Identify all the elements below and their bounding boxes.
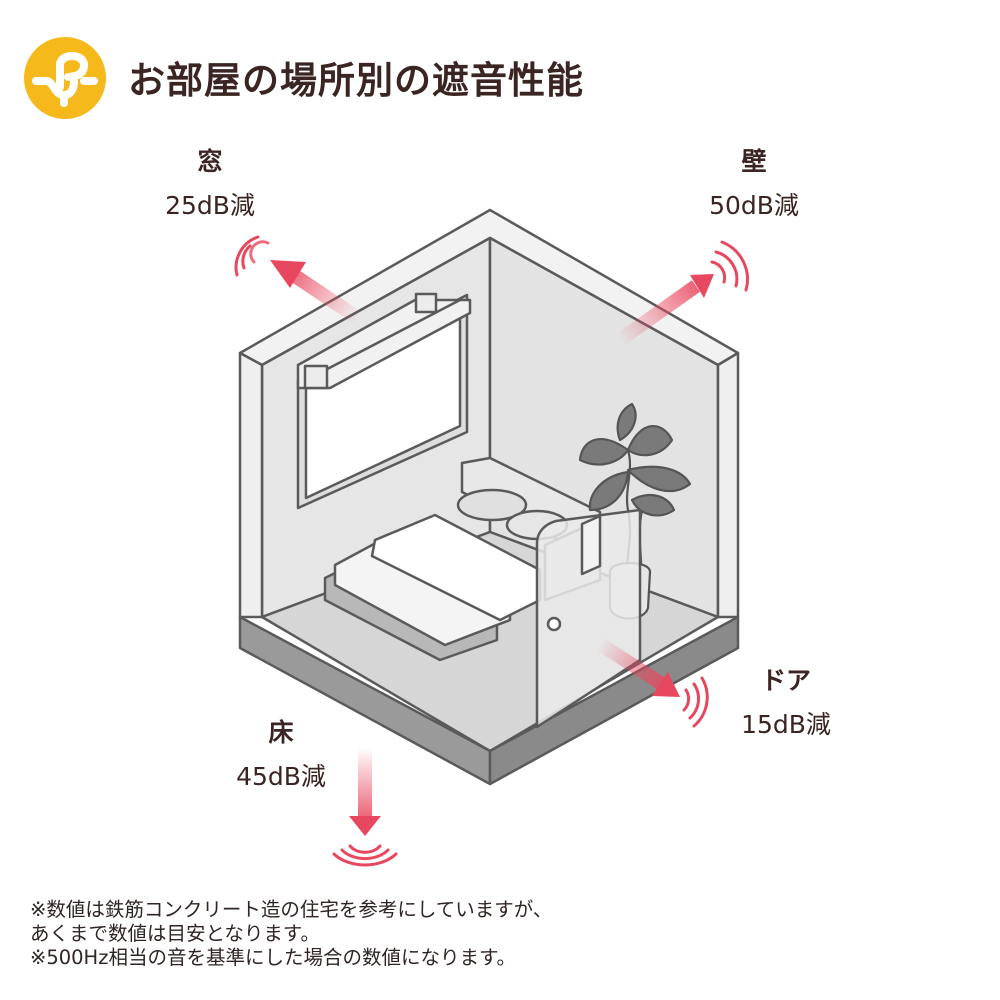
left-wall-edge (238, 351, 264, 619)
reduction-value: 25dB減 (165, 191, 255, 220)
footnote-line: あくまで数値は目安となります。 (30, 922, 320, 945)
window-sound-waves (234, 235, 270, 277)
window-label: 窓 25dB減 (150, 145, 270, 223)
wall-sound-waves (710, 240, 749, 292)
door-sound-arrow (596, 638, 680, 697)
location-name: 壁 (741, 147, 767, 176)
footnote-line: ※500Hz相当の音を基準にした場合の数値になります。 (30, 946, 517, 969)
location-name: 床 (268, 718, 294, 747)
location-name: ドア (760, 666, 811, 695)
wall-sound-arrow (615, 274, 714, 346)
floor-label: 床 45dB減 (221, 716, 341, 794)
location-name: 窓 (197, 147, 223, 176)
window-sound-arrow (270, 260, 362, 324)
door-sound-waves (682, 676, 709, 728)
floor-sound-waves (332, 844, 398, 867)
right-wall-edge (716, 351, 740, 619)
wall-label: 壁 50dB減 (694, 145, 814, 223)
reduction-value: 45dB減 (236, 762, 326, 791)
window (296, 292, 472, 510)
pipe-logo-icon (24, 37, 106, 119)
floor-sound-arrow (349, 748, 381, 836)
reduction-value: 50dB減 (709, 191, 799, 220)
footnote-line: ※数値は鉄筋コンクリート造の住宅を参考にしていますが、 (30, 898, 553, 921)
reduction-value: 15dB減 (741, 710, 831, 739)
footnote: ※数値は鉄筋コンクリート造の住宅を参考にしていますが、 あくまで数値は目安となり… (30, 898, 552, 970)
door (535, 508, 642, 729)
door-label: ドア 15dB減 (726, 664, 846, 742)
floor-slab-front-right (488, 615, 740, 786)
page-title: お部屋の場所別の遮音性能 (128, 59, 584, 102)
